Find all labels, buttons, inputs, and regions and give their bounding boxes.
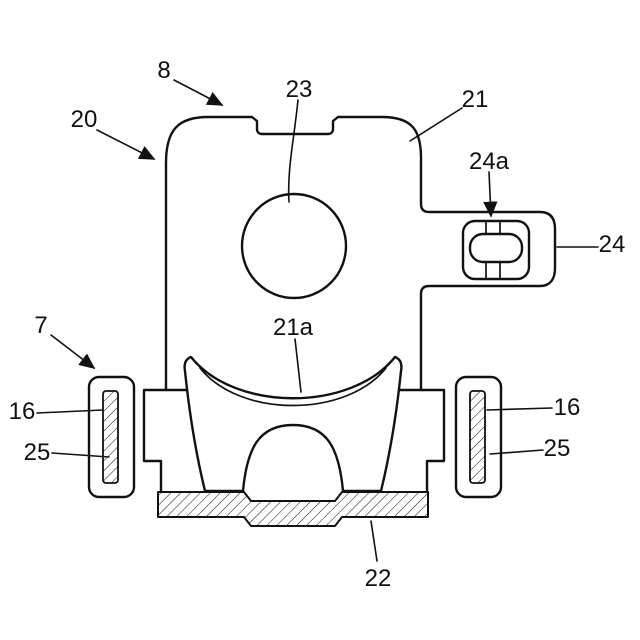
ref-21: 21 bbox=[409, 86, 489, 142]
ref-24a: 24a bbox=[469, 148, 510, 218]
ref-label-24: 24 bbox=[599, 231, 626, 258]
ref-20: 20 bbox=[71, 106, 156, 160]
ref-label-8: 8 bbox=[157, 57, 170, 84]
ref-label-25-left: 25 bbox=[24, 439, 51, 466]
center-hole bbox=[240, 192, 348, 300]
arm-joint-slot bbox=[468, 232, 524, 264]
main-plate-outline bbox=[164, 115, 557, 392]
main-plate-fill bbox=[166, 117, 555, 390]
ref-label-23: 23 bbox=[286, 76, 313, 103]
ref-label-7: 7 bbox=[34, 312, 47, 339]
lower-flange-right bbox=[419, 388, 446, 493]
ref-25-left: 25 bbox=[24, 439, 110, 466]
ref-8: 8 bbox=[157, 57, 224, 106]
saddle-arch-inner-line bbox=[199, 367, 387, 407]
ref-label-21: 21 bbox=[462, 86, 489, 113]
ref-16-left: 16 bbox=[9, 398, 104, 425]
ref-22: 22 bbox=[365, 520, 392, 592]
left-pad-insert-hatch bbox=[102, 390, 119, 484]
ref-25-right: 25 bbox=[489, 435, 571, 462]
ref-label-25-right: 25 bbox=[544, 435, 571, 462]
ref-label-24a: 24a bbox=[469, 148, 510, 175]
right-pad-insert-hatch bbox=[469, 390, 486, 484]
ref-label-16-left: 16 bbox=[9, 398, 36, 425]
ref-label-20: 20 bbox=[71, 106, 98, 133]
ref-21a: 21a bbox=[273, 314, 314, 393]
ref-label-16-right: 16 bbox=[554, 394, 581, 421]
ref-7: 7 bbox=[34, 312, 96, 369]
ref-16-right: 16 bbox=[486, 394, 581, 421]
ref-label-22: 22 bbox=[365, 565, 392, 592]
base-strip-hatch bbox=[157, 491, 429, 527]
ref-24: 24 bbox=[556, 231, 626, 258]
saddle-arch bbox=[183, 355, 403, 493]
ref-23: 23 bbox=[286, 76, 313, 203]
ref-label-21a: 21a bbox=[273, 314, 314, 341]
lower-flange-left bbox=[142, 388, 168, 493]
